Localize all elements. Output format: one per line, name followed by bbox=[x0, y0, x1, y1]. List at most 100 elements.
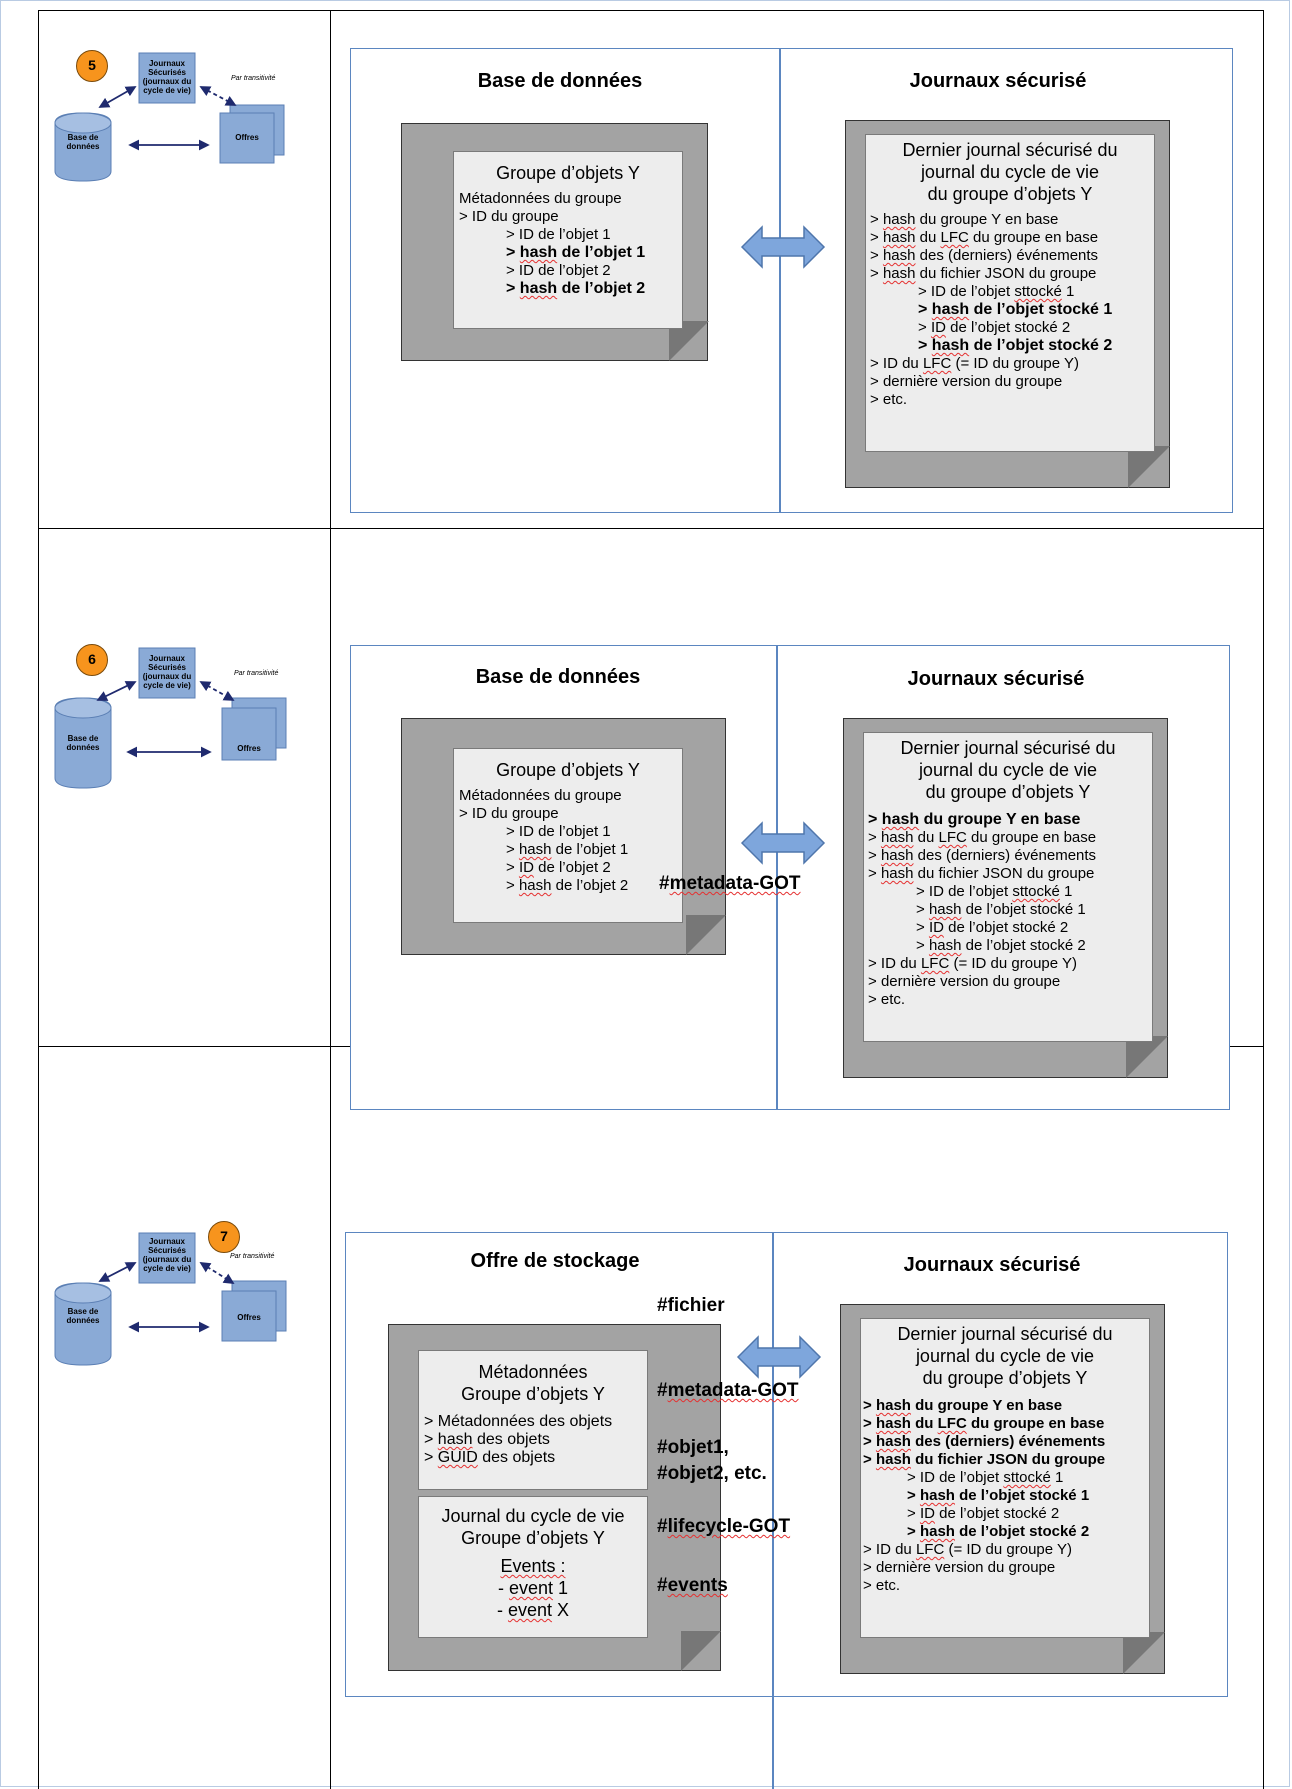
line-text: du groupe Y en base bbox=[910, 1397, 1063, 1414]
mini-diagram-graphics bbox=[54, 1232, 287, 1366]
line-text: de l’objet stocké 2 bbox=[943, 919, 1069, 936]
journaux-node-label: Journaux Sécurisés (journaux du cycle de… bbox=[142, 59, 192, 95]
hash-word: hash bbox=[931, 301, 970, 318]
line-text: version du groupe bbox=[937, 373, 1063, 390]
line-text: du groupe en base bbox=[966, 1415, 1105, 1432]
prefix: > bbox=[916, 919, 929, 936]
prefix: > bbox=[916, 901, 929, 918]
guid-word: GUID bbox=[437, 1449, 478, 1466]
tag-text: metadata-GOT bbox=[669, 873, 801, 894]
tag-text: lifecycle-GOT bbox=[667, 1516, 791, 1537]
groupe-meta-label: Métadonnées du groupe bbox=[459, 787, 622, 804]
tag-text: metadata-GOT bbox=[667, 1380, 799, 1401]
misspelled-word: sttocké bbox=[1012, 883, 1060, 900]
hash-word: hash bbox=[882, 229, 916, 246]
hash-word: hash bbox=[880, 829, 914, 846]
offres-node-label: Offres bbox=[237, 744, 261, 753]
prefix: > bbox=[868, 973, 881, 990]
hash-word: hash bbox=[882, 265, 916, 282]
offre-card: Métadonnées Groupe d’objets Y > Métadonn… bbox=[388, 1324, 721, 1671]
prefix: > bbox=[918, 337, 932, 354]
line-text: du bbox=[915, 229, 941, 246]
line-text: dernière bbox=[880, 973, 936, 990]
line-text: > ID de l’objet bbox=[918, 283, 1015, 300]
offres-node-label: Offres bbox=[235, 133, 259, 142]
prefix: > bbox=[870, 229, 883, 246]
hash-word: hash bbox=[882, 247, 916, 264]
tag-text: fichier bbox=[667, 1295, 725, 1316]
journal-title-1: Dernier journal sécurisé du bbox=[902, 140, 1118, 160]
page-fold-icon bbox=[669, 321, 709, 361]
groupe-id-obj1: > ID de l’objet 1 bbox=[506, 823, 611, 840]
line-text: X bbox=[552, 1600, 570, 1620]
prefix: > bbox=[870, 265, 883, 282]
journal-card: Dernier journal sécurisé du journal du c… bbox=[845, 120, 1170, 488]
header-base: Base de données bbox=[475, 666, 641, 688]
lfc-word: LFC bbox=[937, 1415, 967, 1432]
base-node-label: Base de données bbox=[66, 734, 100, 752]
step-badge: 7 bbox=[208, 1221, 240, 1253]
prefix: > bbox=[918, 301, 932, 318]
step-badge: 6 bbox=[76, 644, 108, 676]
prefix: > bbox=[870, 211, 883, 228]
journaux-node-label: Journaux Sécurisés (journaux du cycle de… bbox=[142, 654, 192, 690]
prefix: > bbox=[424, 1431, 438, 1448]
groupe-meta-label: Métadonnées du groupe bbox=[459, 190, 622, 207]
hash-word: hash bbox=[875, 1433, 911, 1450]
hash-word: hash bbox=[437, 1431, 473, 1448]
journal-etc: > etc. bbox=[870, 391, 908, 408]
hash-obj2-text: de l’objet 2 bbox=[557, 280, 646, 297]
hash-obj1-text: de l’objet 1 bbox=[557, 244, 646, 261]
hash-obj2-text: de l’objet 2 bbox=[551, 877, 629, 894]
hash-word: hash bbox=[880, 865, 914, 882]
double-arrow-icon bbox=[740, 821, 826, 865]
journaux-node-label: Journaux Sécurisés (journaux du cycle de… bbox=[142, 1237, 192, 1273]
tag-fichier: #fichier bbox=[657, 1295, 725, 1316]
groupe-card: Groupe d’objets Y Métadonnées du groupe … bbox=[401, 718, 726, 955]
id-word: ID bbox=[930, 319, 946, 336]
offre-meta-title-2: Groupe d’objets Y bbox=[461, 1384, 605, 1404]
tag-text: events bbox=[667, 1575, 728, 1596]
line-text: de l’objet stocké 2 bbox=[934, 1505, 1060, 1522]
hash-word: hash bbox=[880, 847, 914, 864]
panel-divider bbox=[776, 645, 778, 1110]
line-text: de l’objet stocké 2 bbox=[961, 937, 1086, 954]
prefix: > bbox=[916, 937, 929, 954]
tag-objet1: #objet1, bbox=[657, 1437, 729, 1458]
hash-word: hash bbox=[518, 877, 552, 894]
line-text: (= ID du groupe Y) bbox=[944, 1541, 1073, 1558]
id-word: ID bbox=[518, 859, 534, 876]
groupe-id: > ID du groupe bbox=[459, 805, 559, 822]
hash-word: hash bbox=[875, 1451, 911, 1468]
events-label: Events : bbox=[500, 1556, 566, 1576]
journal-title-2: journal du cycle de vie bbox=[918, 760, 1098, 780]
prefix: > bbox=[907, 1487, 920, 1504]
prefix: - bbox=[496, 1600, 508, 1620]
line-text: de l’objet stocké 1 bbox=[954, 1487, 1090, 1504]
prefix: > bbox=[907, 1505, 920, 1522]
line-text: dernière bbox=[882, 373, 938, 390]
double-arrow-icon bbox=[736, 1335, 822, 1379]
header-journaux: Journaux sécurisé bbox=[903, 1254, 1081, 1276]
journal-etc: > etc. bbox=[868, 991, 906, 1008]
event-word: event bbox=[508, 1578, 554, 1598]
tag-objet2: #objet2, etc. bbox=[657, 1463, 767, 1484]
hash-word: hash bbox=[928, 937, 962, 954]
hash-word: hash bbox=[931, 337, 970, 354]
line-text: > ID de l’objet bbox=[907, 1469, 1004, 1486]
groupe-id: > ID du groupe bbox=[459, 208, 559, 225]
journal-title-3: du groupe d’objets Y bbox=[925, 782, 1091, 802]
line-text: > ID du bbox=[868, 955, 921, 972]
base-node-label: Base de données bbox=[66, 133, 100, 151]
journal-etc: > etc. bbox=[863, 1577, 901, 1594]
hash-obj1-text: de l’objet 1 bbox=[551, 841, 629, 858]
prefix: > bbox=[863, 1415, 876, 1432]
header-journaux: Journaux sécurisé bbox=[907, 668, 1085, 690]
prefix: > bbox=[424, 1449, 438, 1466]
journal-card: Dernier journal sécurisé du journal du c… bbox=[840, 1304, 1165, 1674]
header-base: Base de données bbox=[477, 70, 643, 92]
prefix: > bbox=[918, 319, 931, 336]
hash-word: hash bbox=[928, 901, 962, 918]
double-arrow-icon bbox=[740, 225, 826, 269]
